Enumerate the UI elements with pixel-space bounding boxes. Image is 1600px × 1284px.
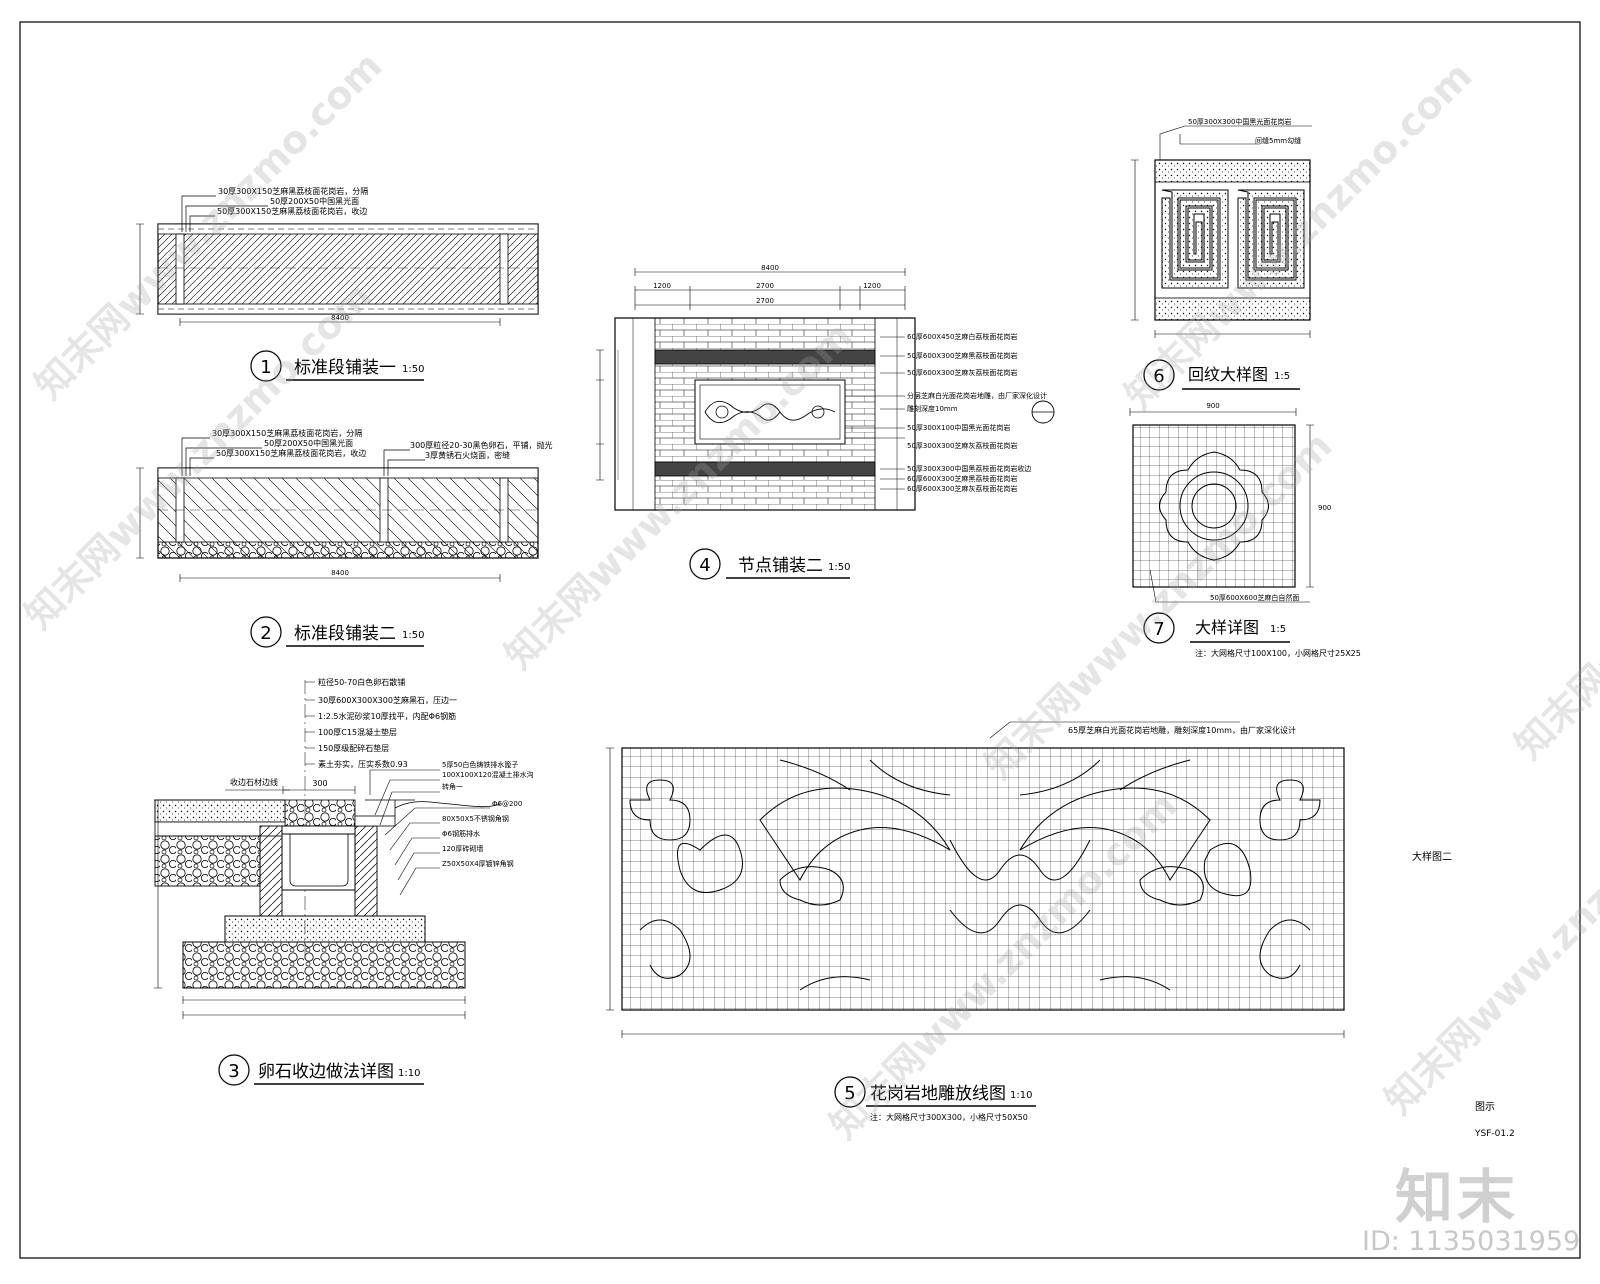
svg-text:60厚600X300芝麻灰荔枝面花岗岩: 60厚600X300芝麻灰荔枝面花岗岩 xyxy=(907,484,1017,493)
svg-text:注：大网格尺寸100X100，小网格尺寸25X25: 注：大网格尺寸100X100，小网格尺寸25X25 xyxy=(1195,648,1361,658)
side-label: 大样图二 xyxy=(1412,850,1452,863)
svg-text:1:50: 1:50 xyxy=(402,630,424,641)
svg-text:间缝5mm勾缝: 间缝5mm勾缝 xyxy=(1255,136,1301,145)
brand-id: ID: 1135031959 xyxy=(1362,1226,1581,1257)
svg-text:50厚300X150芝麻黑荔枝面花岗岩，收边: 50厚300X150芝麻黑荔枝面花岗岩，收边 xyxy=(217,206,367,216)
svg-text:8400: 8400 xyxy=(331,314,349,322)
svg-text:1:2.5水泥砂浆10厚找平，内配Φ6钢筋: 1:2.5水泥砂浆10厚找平，内配Φ6钢筋 xyxy=(318,711,456,721)
svg-text:300厚粒径20-30黑色卵石，平铺，抛光: 300厚粒径20-30黑色卵石，平铺，抛光 xyxy=(410,440,553,450)
svg-text:100厚C15混凝土垫层: 100厚C15混凝土垫层 xyxy=(318,727,397,737)
detail-2-number: 2 xyxy=(260,623,271,644)
svg-text:1:10: 1:10 xyxy=(1010,1090,1032,1101)
svg-text:30厚600X300X300芝麻黑石，压边一: 30厚600X300X300芝麻黑石，压边一 xyxy=(318,695,457,705)
detail-4-plan: 8400 1200 2700 1200 2700 60厚600X450芝麻白荔枝… xyxy=(596,264,1055,580)
svg-text:50厚200X50中国黑光面: 50厚200X50中国黑光面 xyxy=(264,438,353,448)
svg-text:Φ6@200: Φ6@200 xyxy=(492,800,522,808)
svg-text:50厚300X100中国黑光面花岗岩: 50厚300X100中国黑光面花岗岩 xyxy=(907,423,1010,432)
svg-text:1:10: 1:10 xyxy=(398,1068,420,1079)
detail-1-title: 标准段铺装一 xyxy=(294,358,396,378)
svg-text:30厚300X150芝麻黑荔枝面花岗岩，分隔: 30厚300X150芝麻黑荔枝面花岗岩，分隔 xyxy=(212,428,362,438)
detail-5-title: 花岗岩地雕放线图 xyxy=(870,1084,1006,1104)
detail-5-number: 5 xyxy=(844,1083,855,1104)
detail-4-number: 4 xyxy=(699,555,710,576)
svg-text:120厚砖砌墙: 120厚砖砌墙 xyxy=(442,844,483,853)
detail-7-title: 大样详图 xyxy=(1195,618,1259,637)
detail-7-number: 7 xyxy=(1153,619,1164,640)
svg-text:65厚芝麻白光面花岗岩地雕，雕刻深度10mm，由厂家深化设计: 65厚芝麻白光面花岗岩地雕，雕刻深度10mm，由厂家深化设计 xyxy=(1068,725,1296,735)
detail-6-title: 回纹大样图 xyxy=(1188,365,1268,384)
detail-4-title: 节点铺装二 xyxy=(738,556,823,576)
svg-text:1200: 1200 xyxy=(863,282,881,290)
svg-text:50厚600X600芝麻白自然面: 50厚600X600芝麻白自然面 xyxy=(1210,593,1299,602)
svg-text:1:50: 1:50 xyxy=(828,562,850,573)
svg-text:雕刻深度10mm: 雕刻深度10mm xyxy=(907,404,958,413)
svg-text:分层芝麻白光面花岗岩地雕，由厂家深化设计: 分层芝麻白光面花岗岩地雕，由厂家深化设计 xyxy=(907,391,1047,400)
sheet-border xyxy=(19,21,1581,1259)
svg-text:Z50X50X4厚镀锌角钢: Z50X50X4厚镀锌角钢 xyxy=(442,859,514,868)
svg-text:收边石材边线: 收边石材边线 xyxy=(230,777,278,787)
svg-text:2700: 2700 xyxy=(756,297,774,305)
detail-1-number: 1 xyxy=(260,357,271,378)
svg-text:素土夯实，压实系数0.93: 素土夯实，压实系数0.93 xyxy=(318,759,408,769)
svg-text:50厚300X300中国黑荔枝面花岗岩收边: 50厚300X300中国黑荔枝面花岗岩收边 xyxy=(907,464,1031,473)
svg-text:60厚600X300芝麻黑荔枝面花岗岩: 60厚600X300芝麻黑荔枝面花岗岩 xyxy=(907,474,1017,483)
svg-text:50厚300X300中国黑光面花岗岩: 50厚300X300中国黑光面花岗岩 xyxy=(1188,117,1291,126)
svg-text:2700: 2700 xyxy=(756,282,774,290)
svg-text:50厚600X300芝麻黑荔枝面花岗岩: 50厚600X300芝麻黑荔枝面花岗岩 xyxy=(907,351,1017,360)
svg-text:30厚300X150芝麻黑荔枝面花岗岩，分隔: 30厚300X150芝麻黑荔枝面花岗岩，分隔 xyxy=(218,186,368,196)
sheet-number: YSF-01.2 xyxy=(1474,1129,1515,1139)
svg-text:3厚黄锈石火烧面，密缝: 3厚黄锈石火烧面，密缝 xyxy=(425,450,510,460)
detail-6-plan: 50厚300X300中国黑光面花岗岩 间缝5mm勾缝 6 回纹大样图 1:5 xyxy=(1131,117,1312,391)
detail-7-plan: 900 900 50厚600X600芝麻白自然面 7 大样详图 1:5 注：大网… xyxy=(1129,402,1361,658)
svg-text:50厚300X300芝麻灰荔枝面花岗岩: 50厚300X300芝麻灰荔枝面花岗岩 xyxy=(907,441,1017,450)
svg-text:转角一: 转角一 xyxy=(442,782,463,791)
svg-text:1:5: 1:5 xyxy=(1274,371,1290,382)
svg-text:1:5: 1:5 xyxy=(1270,624,1286,635)
legend-label: 图示 xyxy=(1475,1101,1495,1113)
svg-text:900: 900 xyxy=(1318,504,1331,512)
detail-3-number: 3 xyxy=(228,1061,239,1082)
svg-text:900: 900 xyxy=(1206,402,1219,410)
detail-6-number: 6 xyxy=(1153,366,1164,387)
brand-logo: 知末 xyxy=(1395,1163,1520,1231)
detail-1-plan: 30厚300X150芝麻黑荔枝面花岗岩，分隔 50厚200X50中国黑光面 50… xyxy=(136,186,539,382)
svg-text:1:50: 1:50 xyxy=(402,364,424,375)
svg-text:注：大网格尺寸300X300，小格尺寸50X50: 注：大网格尺寸300X300，小格尺寸50X50 xyxy=(870,1112,1028,1122)
svg-text:8400: 8400 xyxy=(331,569,349,577)
svg-text:1200: 1200 xyxy=(653,282,671,290)
svg-text:5厚50白色铸铁排水篦子: 5厚50白色铸铁排水篦子 xyxy=(442,760,518,769)
detail-3-section: 粒径50-70白色卵石散铺 30厚600X300X300芝麻黑石，压边一 1:2… xyxy=(154,677,534,1086)
detail-2-plan: 30厚300X150芝麻黑荔枝面花岗岩，分隔 50厚200X50中国黑光面 50… xyxy=(136,428,553,648)
svg-text:50厚200X50中国黑光面: 50厚200X50中国黑光面 xyxy=(270,196,359,206)
detail-2-title: 标准段铺装二 xyxy=(294,624,396,644)
svg-text:150厚级配碎石垫层: 150厚级配碎石垫层 xyxy=(318,743,389,753)
svg-text:Φ6钢筋排水: Φ6钢筋排水 xyxy=(442,829,480,838)
svg-text:50厚600X300芝麻灰荔枝面花岗岩: 50厚600X300芝麻灰荔枝面花岗岩 xyxy=(907,368,1017,377)
svg-text:80X50X5不锈钢角钢: 80X50X5不锈钢角钢 xyxy=(442,814,509,823)
svg-text:60厚600X450芝麻白荔枝面花岗岩: 60厚600X450芝麻白荔枝面花岗岩 xyxy=(907,332,1017,341)
svg-text:8400: 8400 xyxy=(761,264,779,272)
svg-text:300: 300 xyxy=(312,779,327,788)
detail-3-title: 卵石收边做法详图 xyxy=(258,1062,394,1082)
svg-text:100X100X120混凝土排水沟: 100X100X120混凝土排水沟 xyxy=(442,770,534,779)
detail-5-plan: 65厚芝麻白光面花岗岩地雕，雕刻深度10mm，由厂家深化设计 5 花岗岩地雕放线… xyxy=(606,721,1345,1122)
svg-text:粒径50-70白色卵石散铺: 粒径50-70白色卵石散铺 xyxy=(318,677,405,687)
svg-text:50厚300X150芝麻黑荔枝面花岗岩，收边: 50厚300X150芝麻黑荔枝面花岗岩，收边 xyxy=(216,448,366,458)
